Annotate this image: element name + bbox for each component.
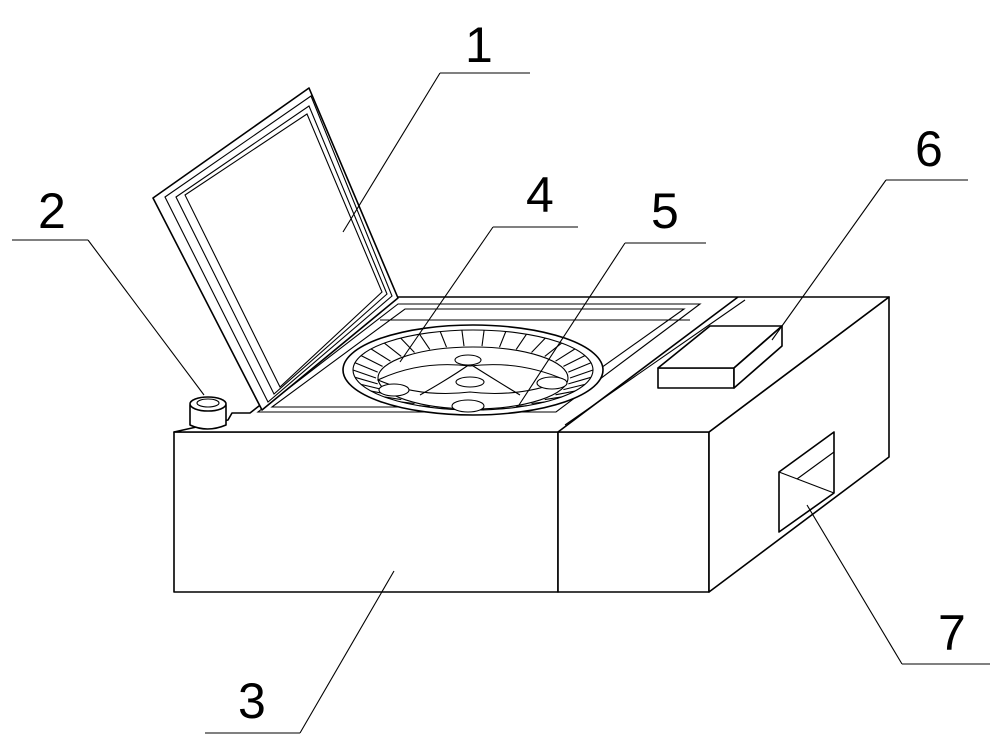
label-3: 3 bbox=[238, 673, 266, 729]
label-2: 2 bbox=[38, 183, 66, 239]
control-knob bbox=[190, 397, 226, 429]
label-4: 4 bbox=[526, 167, 554, 223]
rotor-carousel bbox=[343, 325, 603, 415]
label-7: 7 bbox=[938, 605, 966, 661]
label-6: 6 bbox=[915, 121, 943, 177]
label-1: 1 bbox=[465, 17, 493, 73]
label-5: 5 bbox=[651, 183, 679, 239]
